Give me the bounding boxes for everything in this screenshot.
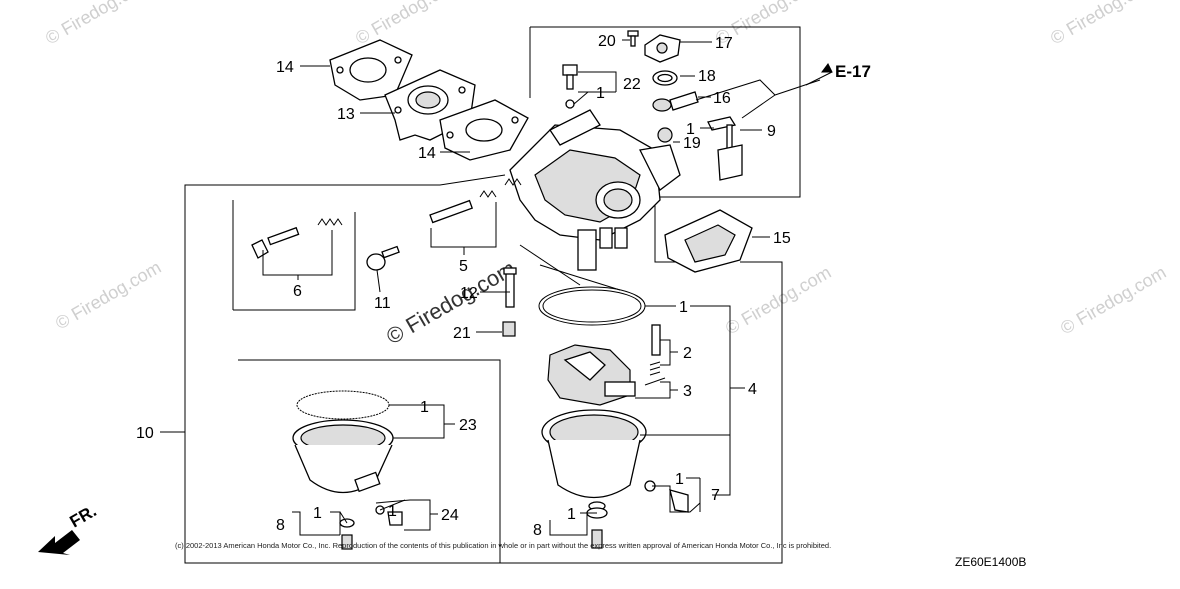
screw-11 bbox=[366, 245, 400, 271]
frame-pilot bbox=[233, 212, 356, 311]
callout-1: 1 bbox=[679, 299, 688, 316]
front-arrow-label: FR. bbox=[67, 501, 100, 531]
callout-16: 16 bbox=[713, 90, 731, 107]
callout-14: 14 bbox=[276, 59, 294, 76]
float-pin bbox=[644, 377, 666, 386]
callout-20: 20 bbox=[598, 33, 616, 50]
callout-1: 1 bbox=[596, 85, 605, 102]
callout-19: 19 bbox=[683, 135, 701, 152]
choke-shaft-9 bbox=[707, 116, 743, 181]
callout-11: 11 bbox=[374, 295, 391, 312]
watermark-center: © Firedog.com bbox=[382, 255, 520, 349]
watermark: © Firedog.com bbox=[352, 0, 464, 48]
callout-1: 1 bbox=[675, 471, 684, 488]
watermark: © Firedog.com bbox=[1057, 262, 1169, 338]
leader-lines bbox=[160, 39, 833, 536]
callout-12: 12 bbox=[460, 285, 478, 302]
o-ring bbox=[538, 286, 646, 326]
callout-2: 2 bbox=[683, 345, 692, 362]
float-chamber bbox=[541, 409, 647, 511]
frame-bowl-kit bbox=[238, 359, 501, 563]
seal-19 bbox=[657, 127, 673, 143]
cover bbox=[644, 34, 681, 63]
jet-12 bbox=[503, 267, 517, 308]
watermark: © Firedog.com bbox=[52, 257, 164, 333]
callout-8: 8 bbox=[533, 522, 542, 539]
float bbox=[547, 344, 636, 406]
gasket-15 bbox=[664, 209, 753, 273]
callout-7: 7 bbox=[711, 487, 720, 504]
cover-screw bbox=[627, 30, 639, 47]
callout-9: 9 bbox=[767, 123, 776, 140]
drain-set-24 bbox=[375, 505, 403, 526]
callout-14: 14 bbox=[418, 145, 436, 162]
callout-15: 15 bbox=[773, 230, 791, 247]
callout-1: 1 bbox=[420, 399, 429, 416]
callout-1: 1 bbox=[686, 121, 695, 138]
callout-8: 8 bbox=[276, 517, 285, 534]
callout-1: 1 bbox=[567, 506, 576, 523]
front-arrow-icon bbox=[38, 530, 80, 555]
frame-upper bbox=[530, 26, 801, 263]
callout-18: 18 bbox=[698, 68, 716, 85]
callout-10: 10 bbox=[136, 425, 154, 442]
group-frames bbox=[184, 26, 801, 564]
watermark: © Firedog.com bbox=[1047, 0, 1159, 48]
callout-1: 1 bbox=[313, 505, 322, 522]
callout-24: 24 bbox=[441, 507, 459, 524]
float-valve-screw bbox=[562, 64, 578, 109]
jet-21 bbox=[502, 321, 516, 337]
gasket-upper bbox=[329, 39, 413, 101]
callout-23: 23 bbox=[459, 417, 477, 434]
callout-22: 22 bbox=[623, 76, 641, 93]
callout-13: 13 bbox=[337, 106, 355, 123]
frame-main bbox=[184, 174, 783, 564]
watermark: © Firedog.com bbox=[722, 262, 834, 338]
callout-5: 5 bbox=[459, 258, 468, 275]
callout-21: 21 bbox=[453, 325, 471, 342]
pilot-screw-set bbox=[251, 218, 343, 259]
callout-1: 1 bbox=[388, 503, 397, 520]
lever-16 bbox=[652, 91, 699, 112]
diagram-code: ZE60E1400B bbox=[955, 555, 1026, 569]
gasket-18 bbox=[652, 70, 678, 86]
float-valve-2 bbox=[649, 324, 661, 376]
float-chamber-kit bbox=[292, 390, 394, 493]
callout-17: 17 bbox=[715, 35, 733, 52]
callout-4: 4 bbox=[748, 381, 757, 398]
reference-e17: E-17 bbox=[835, 62, 871, 81]
carburetor-body bbox=[509, 109, 681, 271]
gasket-lower bbox=[439, 99, 529, 161]
watermark: © Firedog.com bbox=[42, 0, 154, 48]
callout-labels: 14 13 14 20 17 18 22 1 16 1 9 19 15 6 5 … bbox=[136, 33, 871, 539]
needle-set bbox=[429, 178, 522, 224]
callout-3: 3 bbox=[683, 383, 692, 400]
callout-6: 6 bbox=[293, 283, 302, 300]
copyright-notice: (c) 2002-2013 American Honda Motor Co., … bbox=[175, 541, 831, 550]
